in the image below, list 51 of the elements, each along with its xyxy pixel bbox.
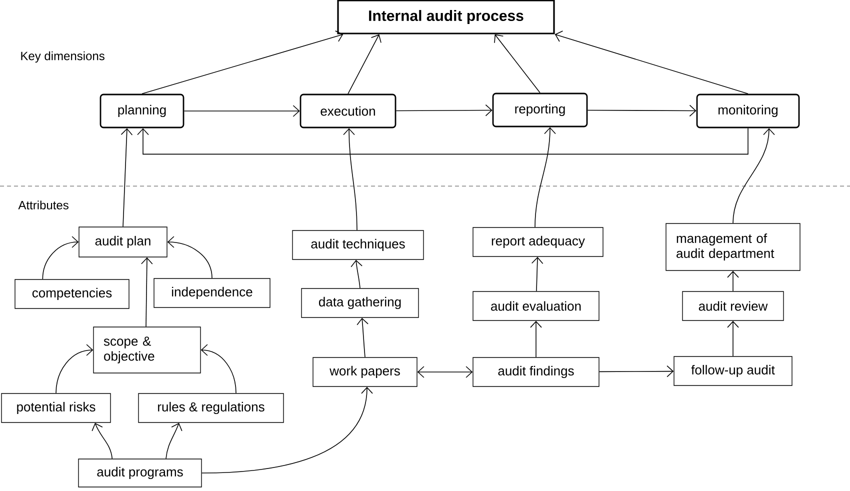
dimension-box: monitoring (696, 94, 800, 128)
dimension-box: planning (100, 94, 184, 128)
arrow (417, 366, 473, 378)
attribute-box: report adequacy (472, 227, 604, 257)
attribute-box: work papers (312, 357, 418, 387)
arrow (727, 320, 739, 357)
arrow (56, 344, 94, 394)
attribute-box: management of audit department (666, 223, 800, 271)
attribute-box: audit evaluation (472, 291, 600, 321)
arrow (534, 127, 556, 228)
attribute-box: data gathering (301, 288, 419, 318)
arrow (727, 270, 739, 292)
arrow (141, 257, 153, 328)
arrow (200, 344, 236, 394)
arrow (587, 104, 696, 117)
arrow (120, 128, 133, 228)
attribute-box: audit findings (472, 357, 600, 387)
attribute-box: potential risks (1, 393, 111, 423)
attribute-box: scope & objective (93, 326, 201, 374)
arrow (201, 386, 373, 474)
arrow (494, 34, 540, 94)
arrow (356, 318, 368, 358)
attribute-box: audit programs (78, 458, 202, 488)
arrow (137, 128, 748, 155)
attribute-box: competencies (14, 279, 130, 309)
arrow (530, 320, 542, 358)
arrow (167, 236, 212, 279)
dimension-box: reporting (492, 92, 588, 128)
arrow (142, 30, 344, 94)
arrow (92, 422, 113, 460)
attribute-box: audit techniques (292, 230, 424, 260)
section-label: Attributes (18, 200, 68, 210)
attribute-box: audit plan (78, 226, 168, 258)
arrow (350, 260, 362, 289)
arrow (396, 104, 492, 116)
arrow (732, 128, 775, 224)
arrow (598, 365, 674, 378)
attribute-box: follow-up audit (674, 356, 792, 386)
arrow (166, 422, 182, 460)
arrow (343, 128, 358, 231)
title-box: Internal audit process (337, 0, 555, 34)
arrow (42, 236, 79, 280)
dimension-box: execution (300, 94, 396, 128)
arrow (531, 256, 544, 292)
attribute-box: independence (154, 278, 270, 308)
arrow (554, 30, 748, 94)
section-label: Key dimensions (21, 51, 104, 63)
attribute-box: rules & regulations (138, 393, 284, 423)
arrow (184, 105, 300, 117)
attribute-box: audit review (682, 291, 784, 321)
arrow (348, 34, 382, 94)
